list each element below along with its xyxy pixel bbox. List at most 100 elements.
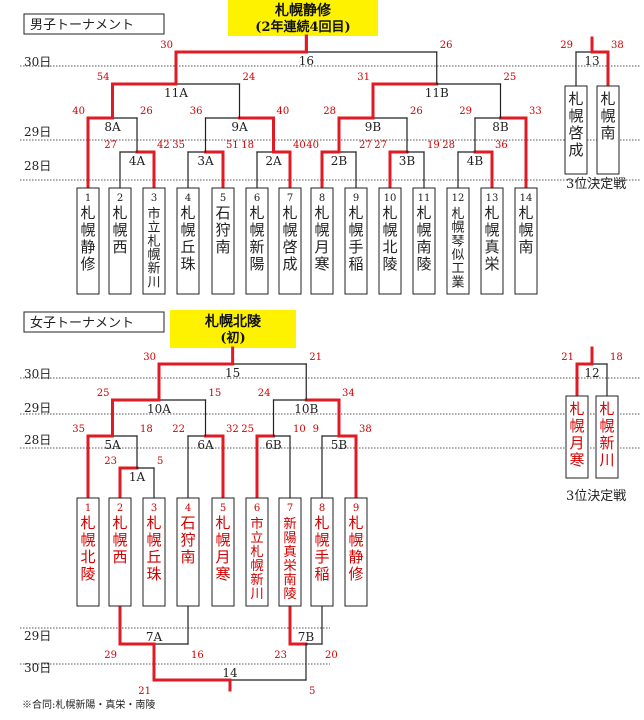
bracket-lines xyxy=(86,34,610,692)
boys-team-2-number: 2 xyxy=(117,193,123,204)
boys-4B-label: 4B xyxy=(467,154,484,168)
girls-heading: 女子トーナメント xyxy=(30,315,134,331)
boys-2B-label: 2B xyxy=(331,154,348,168)
girls-10A-score-right: 15 xyxy=(209,388,222,399)
girls-6B-score-left: 25 xyxy=(241,424,254,435)
boys-team-7-box xyxy=(278,187,302,295)
girls-5A-label: 5A xyxy=(104,438,121,452)
girls-team-5-box xyxy=(211,497,235,607)
boys-team-12-box xyxy=(446,187,470,295)
boys-2A-score-right: 40 xyxy=(293,140,306,151)
girls-7B-score-left: 23 xyxy=(274,650,287,661)
boys-team-1-box xyxy=(76,187,100,295)
boys-team-2-name: 札幌西 xyxy=(112,204,127,256)
girls-team-7-number: 7 xyxy=(287,503,293,514)
boys-16-label: 16 xyxy=(299,54,314,68)
girls-champion-box: 札幌北陵 (初) xyxy=(170,310,296,348)
boys-8A-label: 8A xyxy=(104,120,121,134)
girls-team-5-name: 札幌月寒 xyxy=(215,514,230,583)
girls-third-team-1-name: 札幌月寒 xyxy=(569,400,584,469)
girls-team-6-box xyxy=(245,497,269,607)
boys-team-8-name: 札幌月寒 xyxy=(314,204,329,273)
boys-11A-label: 11A xyxy=(164,86,188,100)
boys-4B-score-left: 28 xyxy=(442,140,455,151)
girls-champion-note: (初) xyxy=(220,330,245,346)
girls-team-3-name: 札幌丘珠 xyxy=(146,514,161,583)
boys-date-30: 30日 xyxy=(24,55,51,69)
girls-1A-score-right: 5 xyxy=(157,456,163,467)
girls-team-9-number: 9 xyxy=(353,503,359,514)
girls-team-3-box xyxy=(142,497,166,607)
boys-team-5-name: 石狩南 xyxy=(215,204,230,256)
girls-7B-label: 7B xyxy=(298,630,315,644)
boys-heading-box: 男子トーナメント xyxy=(23,13,165,35)
boys-11B-score-right: 25 xyxy=(504,72,517,83)
boys-team-14-box xyxy=(514,187,538,295)
boys-third-team-1-box xyxy=(564,85,588,175)
girls-7A-score-left: 29 xyxy=(104,650,117,661)
boys-team-9-number: 9 xyxy=(353,193,359,204)
girls-7A-score-right: 16 xyxy=(191,650,204,661)
boys-9B-label: 9B xyxy=(365,120,382,134)
girls-team-5-number: 5 xyxy=(220,503,226,514)
girls-12-label: 12 xyxy=(584,366,599,380)
girls-team-4-number: 4 xyxy=(185,503,191,514)
boys-team-13-name: 札幌真栄 xyxy=(484,204,499,273)
girls-team-4-box xyxy=(176,497,200,607)
boys-team-6-box xyxy=(245,187,269,295)
boys-11A-score-right: 24 xyxy=(243,72,256,83)
boys-3B-label: 3B xyxy=(399,154,416,168)
girls-15-label: 15 xyxy=(225,366,240,380)
girls-date-29: 29日 xyxy=(24,401,51,415)
boys-8A-score-right: 26 xyxy=(140,106,153,117)
boys-9A-label: 9A xyxy=(231,120,248,134)
girls-14-score-right: 5 xyxy=(309,686,315,697)
girls-team-7-name: 新陽真栄南陵 xyxy=(283,516,296,602)
girls-10B-label: 10B xyxy=(294,402,318,416)
boys-3A-label: 3A xyxy=(197,154,214,168)
footnote: ※合同:札幌新陽・真栄・南陵 xyxy=(22,698,155,711)
boys-champion: 札幌静修 xyxy=(274,2,332,19)
girls-1A-score-left: 23 xyxy=(104,456,117,467)
boys-8A-score-left: 40 xyxy=(72,106,85,117)
girls-14-label: 14 xyxy=(222,666,238,680)
boys-3A-score-right: 51 xyxy=(226,140,239,151)
girls-5A-score-right: 18 xyxy=(140,424,153,435)
girls-12-score-left: 21 xyxy=(561,352,574,363)
boys-16-score-left: 30 xyxy=(160,40,173,51)
boys-4A-score-left: 27 xyxy=(104,140,117,151)
boys-3A-score-left: 35 xyxy=(172,140,185,151)
girls-team-9-name: 札幌静修 xyxy=(348,514,363,583)
girls-heading-box: 女子トーナメント xyxy=(23,311,165,333)
girls-team-2-box xyxy=(108,497,132,607)
girls-10A-label: 10A xyxy=(147,402,171,416)
boys-13-label: 13 xyxy=(584,54,599,68)
girls-6B-label: 6B xyxy=(265,438,282,452)
boys-team-12-name: 札幌琴似工業 xyxy=(452,207,465,290)
boys-3B-score-right: 19 xyxy=(427,140,440,151)
boys-team-11-name: 札幌南陵 xyxy=(416,204,431,273)
girls-team-2-number: 2 xyxy=(117,503,123,514)
boys-2B-score-right: 27 xyxy=(359,140,372,151)
girls-14-score-left: 21 xyxy=(138,686,151,697)
girls-6A-label: 6A xyxy=(197,438,214,452)
boys-heading: 男子トーナメント xyxy=(30,18,134,33)
girls-team-2-name: 札幌西 xyxy=(112,514,127,566)
boys-11B-label: 11B xyxy=(425,86,449,100)
boys-team-6-name: 札幌新陽 xyxy=(249,204,264,273)
boys-16-score-right: 26 xyxy=(440,40,453,51)
girls-15-score-left: 30 xyxy=(143,352,156,363)
girls-team-6-name: 市立札幌新川 xyxy=(250,515,263,602)
girls-15-score-right: 21 xyxy=(309,352,322,363)
girls-6A-score-right: 32 xyxy=(226,424,239,435)
boys-date-28: 28日 xyxy=(24,159,51,173)
girls-10B-score-left: 24 xyxy=(258,388,271,399)
girls-5B-label: 5B xyxy=(331,438,348,452)
girls-bottom-date-30: 30日 xyxy=(24,661,51,675)
girls-10A-score-left: 25 xyxy=(97,388,110,399)
boys-13-score-right: 38 xyxy=(611,40,624,51)
boys-team-10-number: 10 xyxy=(384,193,397,204)
boys-team-12-number: 12 xyxy=(452,193,465,204)
boys-team-7-name: 札幌啓成 xyxy=(282,204,297,273)
